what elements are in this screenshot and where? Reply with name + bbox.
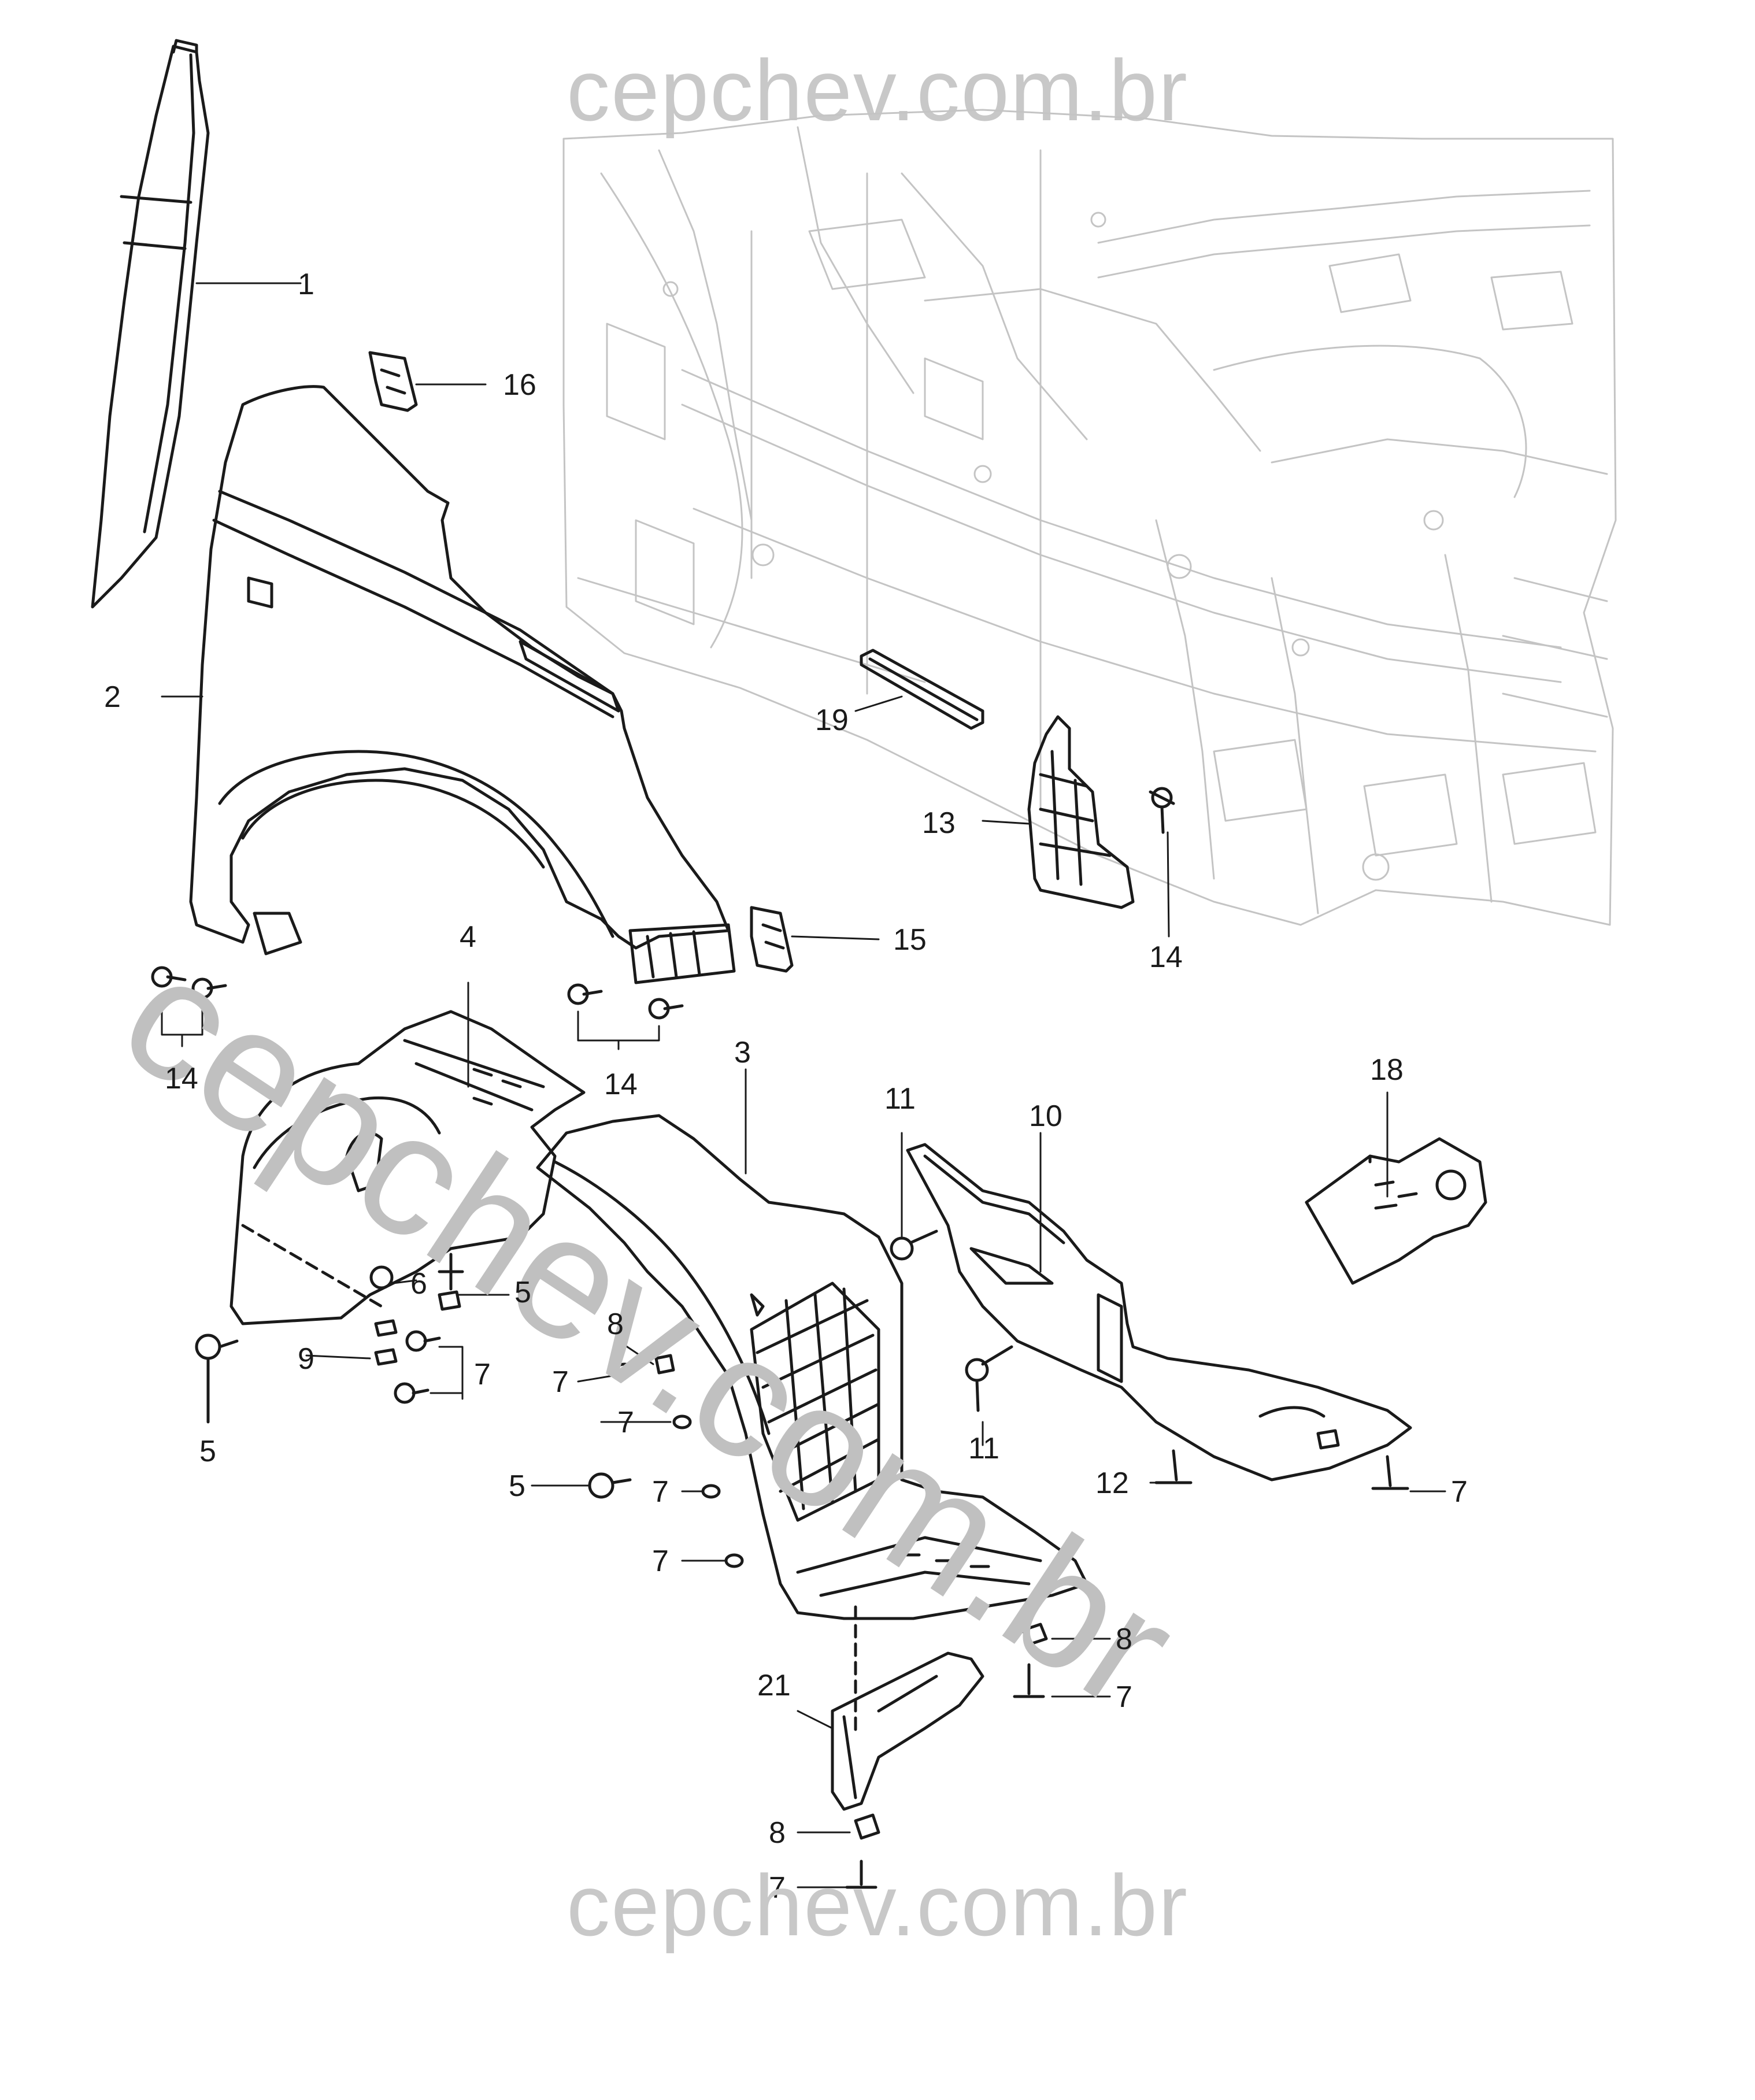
part-11-pins — [890, 1229, 1013, 1412]
callout-7-g: 7 — [1116, 1680, 1132, 1714]
callout-7-a: 7 — [474, 1358, 491, 1391]
callout-7-d: 7 — [652, 1475, 669, 1509]
callout-8-a: 8 — [607, 1308, 624, 1341]
callout-12: 12 — [1095, 1466, 1129, 1500]
callout-18: 18 — [1370, 1053, 1404, 1087]
callout-7-b: 7 — [552, 1365, 569, 1399]
callout-7-f: 7 — [1451, 1475, 1468, 1509]
part-19-strip — [860, 649, 984, 730]
part-15-clip — [750, 906, 794, 973]
callout-19: 19 — [815, 703, 849, 737]
parts-diagram: cepchev.com.br — [91, 39, 1617, 1954]
callout-2: 2 — [104, 680, 121, 714]
callout-14-c: 14 — [604, 1068, 638, 1101]
callout-5-c: 5 — [509, 1469, 525, 1503]
part-16-clip — [368, 351, 418, 412]
body-structure-ghost — [562, 109, 1617, 926]
callout-11-a: 11 — [884, 1082, 916, 1116]
callout-8-b: 8 — [1116, 1623, 1132, 1656]
callout-14-b: 14 — [165, 1062, 198, 1095]
part-13-bracket — [1027, 715, 1135, 909]
callout-11-b: 11 — [968, 1432, 999, 1465]
callout-10: 10 — [1029, 1099, 1062, 1133]
watermark-bottom: cepchev.com.br — [567, 1857, 1188, 1954]
part-10-undercover — [906, 1143, 1412, 1482]
callout-4: 4 — [460, 920, 476, 954]
fasteners — [195, 1290, 1409, 1889]
callout-9: 9 — [298, 1342, 314, 1376]
part-1-pillar-seal — [91, 39, 210, 609]
callout-15: 15 — [893, 923, 927, 957]
watermark-top: cepchev.com.br — [567, 42, 1188, 139]
part-14-pins — [151, 787, 1175, 1020]
callout-6: 6 — [410, 1267, 427, 1301]
leader-lines — [161, 282, 1446, 1888]
callout-7-h: 7 — [769, 1871, 786, 1905]
callout-5-b: 5 — [199, 1435, 216, 1468]
callout-7-e: 7 — [652, 1545, 669, 1578]
callout-3: 3 — [734, 1036, 751, 1069]
callout-5-a: 5 — [514, 1276, 531, 1309]
callout-16: 16 — [503, 368, 536, 402]
callout-1: 1 — [298, 268, 314, 301]
part-18-bracket — [1305, 1137, 1487, 1285]
callout-13: 13 — [922, 806, 956, 840]
part-3-liner — [536, 1114, 1088, 1736]
part-4-liner — [229, 1010, 586, 1325]
callout-7-c: 7 — [617, 1406, 634, 1439]
part-21-deflector — [831, 1651, 984, 1811]
parts-lines — [91, 39, 1487, 1889]
callout-8-c: 8 — [769, 1816, 786, 1850]
diagram-drawing — [91, 39, 1617, 1889]
callout-21: 21 — [757, 1669, 791, 1702]
callout-14-a: 14 — [1149, 940, 1183, 974]
part-2-fender — [189, 385, 736, 984]
